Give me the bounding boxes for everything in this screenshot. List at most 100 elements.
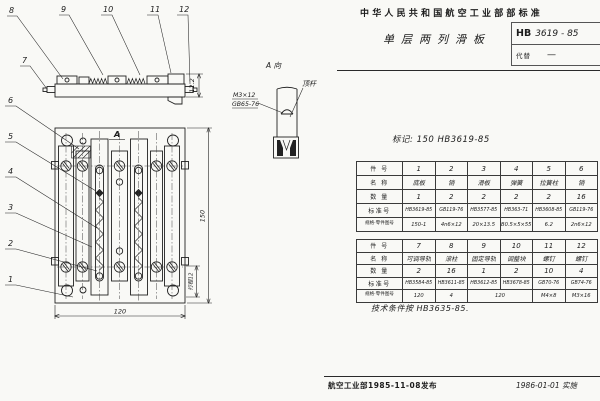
part-spec: B0.5×5×55 xyxy=(499,217,533,232)
part-no: 9 xyxy=(467,239,501,253)
part-no: 5 xyxy=(532,161,566,176)
part-no: 8 xyxy=(434,239,468,253)
dimension-stroke: 行程12 xyxy=(186,266,200,297)
callout-9: 9 xyxy=(61,5,66,14)
parts-table-1: 件 号 1 2 3 4 5 6 名 称 底板 销 滑板 弹簧 拉簧柱 销 数 量… xyxy=(356,161,598,232)
callout-10: 10 xyxy=(103,5,113,14)
plan-view xyxy=(51,127,189,304)
row-label: 件 号 xyxy=(356,161,403,176)
footer-issued: 航空工业部1985-11-08发布 xyxy=(328,381,437,390)
table-row: 标准号 HB3584-85 HB3611-85 HB3612-85 HB3678… xyxy=(356,276,598,290)
part-name: 底板 xyxy=(402,175,436,190)
document-title: 单层两列滑板 xyxy=(383,33,491,46)
part-name: 销 xyxy=(434,175,468,190)
part-std: GB74-76 xyxy=(564,276,598,290)
side-view-callouts: 8 9 10 11 12 7 xyxy=(7,5,191,90)
table-row: 件 号 1 2 3 4 5 6 xyxy=(356,161,598,176)
part-no: 4 xyxy=(499,161,533,176)
part-name: 螺钉 xyxy=(532,251,566,265)
part-qty: 16 xyxy=(564,189,598,204)
footer-effective: 1986-01-01 实施 xyxy=(516,381,577,390)
direction-a-label: A xyxy=(113,130,120,139)
part-spec: M3×16 xyxy=(564,289,598,303)
part-std: HB3612-85 xyxy=(467,276,501,290)
part-std: HB3584-85 xyxy=(402,276,436,290)
row-label: 规格·零件图号 xyxy=(356,289,403,303)
part-spec: M4×8 xyxy=(532,289,566,303)
part-spec: 6.2 xyxy=(532,217,566,232)
dimension-thickness: 12.2 xyxy=(186,74,203,97)
dim-height-label: 150 xyxy=(199,210,207,222)
part-name: 滑板 xyxy=(467,175,501,190)
part-no: 6 xyxy=(564,161,598,176)
replaces-value: — xyxy=(547,49,556,60)
part-spec: 4n6×12 xyxy=(434,217,468,232)
dim-stroke-label: 行程12 xyxy=(188,272,195,290)
row-label: 规格·零件图号 xyxy=(356,217,403,232)
callout-4: 4 xyxy=(8,167,13,176)
part-std: HB3619-85 xyxy=(402,203,436,218)
screw-spec-line2: GB65-76 xyxy=(232,101,259,108)
part-name: 弹簧 xyxy=(499,175,533,190)
part-name: 滚柱 xyxy=(434,251,468,265)
part-spec: 4 xyxy=(434,289,468,303)
part-name: 螺钉 xyxy=(564,251,598,265)
part-spec: 120 xyxy=(402,289,436,303)
part-no: 12 xyxy=(564,239,598,253)
callout-11: 11 xyxy=(150,5,160,14)
row-label: 标准号 xyxy=(356,203,403,218)
centerlines xyxy=(57,131,183,301)
part-name: 调整块 xyxy=(499,251,533,265)
row-label: 标准号 xyxy=(356,276,403,290)
detail-view-a: A 向 M3×12 GB65-76 顶杆 xyxy=(232,61,317,159)
dim-thickness-label: 12.2 xyxy=(188,78,196,92)
rod-label: 顶杆 xyxy=(302,80,317,88)
view-a-title: A 向 xyxy=(265,61,283,70)
standard-number-box: HB 3619 - 85 代替 — xyxy=(511,22,600,66)
screw-spec-line1: M3×12 xyxy=(233,92,255,99)
table-row: 标准号 HB3619-85 GB119-76 HB3577-85 HB363-7… xyxy=(356,203,598,218)
standard-authority-title: 中华人民共和国航空工业部部标准 xyxy=(360,9,544,19)
part-std: GB119-76 xyxy=(564,203,598,218)
table-row: 数 量 2 16 1 2 10 4 xyxy=(356,264,598,278)
part-qty: 4 xyxy=(564,264,598,278)
row-label: 名 称 xyxy=(356,251,403,265)
section-hatch xyxy=(71,145,91,159)
part-std: HB3577-85 xyxy=(467,203,501,218)
callout-3: 3 xyxy=(8,203,13,212)
callout-12: 12 xyxy=(179,5,189,14)
part-qty: 2 xyxy=(467,189,501,204)
part-std: GB119-76 xyxy=(434,203,468,218)
row-label: 数 量 xyxy=(356,189,403,204)
table-row: 数 量 1 2 2 2 2 16 xyxy=(356,189,598,204)
part-no: 1 xyxy=(402,161,436,176)
parts-table-2: 件 号 7 8 9 10 11 12 名 称 可调导轨 滚柱 固定导轨 调整块 … xyxy=(356,239,598,303)
marking-example: 标记: 150 HB3619-85 xyxy=(392,135,490,145)
part-qty: 2 xyxy=(402,264,436,278)
callout-5: 5 xyxy=(8,132,13,141)
plan-view-callouts: 6 5 4 3 2 1 xyxy=(5,96,98,298)
part-name: 拉簧柱 xyxy=(532,175,566,190)
table-row: 名 称 可调导轨 滚柱 固定导轨 调整块 螺钉 螺钉 xyxy=(356,251,598,265)
part-qty: 1 xyxy=(467,264,501,278)
callout-2: 2 xyxy=(8,239,13,248)
part-std: HB3678-85 xyxy=(499,276,533,290)
dim-width-label: 120 xyxy=(114,308,126,316)
part-qty: 16 xyxy=(434,264,468,278)
part-qty: 2 xyxy=(499,189,533,204)
callout-6: 6 xyxy=(8,96,13,105)
part-std: HB3608-85 xyxy=(532,203,566,218)
table-row: 名 称 底板 销 滑板 弹簧 拉簧柱 销 xyxy=(356,175,598,190)
table-row: 规格·零件图号 120 4 120 M4×8 M3×16 xyxy=(356,289,598,303)
part-no: 7 xyxy=(402,239,436,253)
part-no: 10 xyxy=(499,239,533,253)
header-rule xyxy=(337,70,600,71)
dimension-width-120: 120 xyxy=(55,305,185,319)
part-std: HB363-71 xyxy=(499,203,533,218)
footer-rule xyxy=(324,376,600,377)
part-name: 固定导轨 xyxy=(467,251,501,265)
part-qty: 2 xyxy=(499,264,533,278)
part-name: 销 xyxy=(564,175,598,190)
part-name: 可调导轨 xyxy=(402,251,436,265)
